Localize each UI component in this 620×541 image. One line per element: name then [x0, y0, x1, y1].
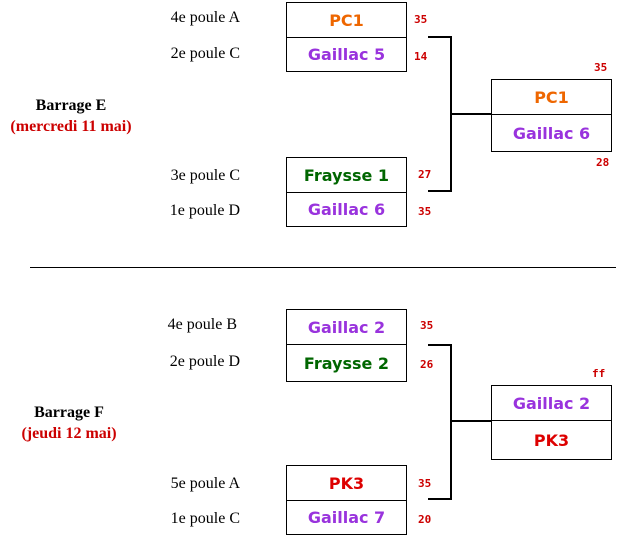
- bracket-line: [428, 36, 452, 38]
- team-score: 35: [418, 477, 432, 490]
- team-box: PK3: [286, 465, 407, 500]
- bracket-line: [428, 344, 452, 346]
- poule-label: 5e poule A: [170, 475, 240, 492]
- section-divider: [30, 267, 616, 268]
- barrage-f-title-block: Barrage F (jeudi 12 mai): [0, 402, 138, 444]
- final-team-box: PK3: [491, 420, 612, 460]
- barrage-f-title: Barrage F: [34, 404, 104, 421]
- poule-label: 3e poule C: [170, 167, 240, 184]
- final-score: ff: [592, 367, 606, 380]
- final-team-box: Gaillac 6: [491, 114, 612, 152]
- team-box: Gaillac 5: [286, 37, 407, 72]
- team-box: Gaillac 2: [286, 309, 407, 344]
- poule-label: 2e poule C: [170, 45, 240, 62]
- final-team-box: PC1: [491, 79, 612, 114]
- poule-label: 2e poule D: [169, 353, 240, 370]
- barrage-e-title-block: Barrage E (mercredi 11 mai): [0, 95, 142, 137]
- bracket-line: [452, 420, 491, 422]
- team-box: Fraysse 2: [286, 344, 407, 382]
- poule-label: 4e poule B: [167, 316, 237, 333]
- team-score: 14: [414, 50, 428, 63]
- team-score: 20: [418, 513, 432, 526]
- team-box: Gaillac 7: [286, 500, 407, 535]
- bracket-line: [450, 344, 452, 500]
- team-box: PC1: [286, 2, 407, 37]
- final-score: 28: [596, 156, 610, 169]
- team-score: 35: [418, 205, 432, 218]
- team-box: Gaillac 6: [286, 192, 407, 227]
- poule-label: 1e poule C: [170, 510, 240, 527]
- team-box: Fraysse 1: [286, 157, 407, 192]
- team-score: 35: [420, 319, 434, 332]
- bracket-line: [428, 190, 452, 192]
- barrage-e-date: (mercredi 11 mai): [10, 118, 132, 135]
- final-score: 35: [594, 61, 608, 74]
- final-team-box: Gaillac 2: [491, 385, 612, 420]
- barrage-e-title: Barrage E: [35, 97, 107, 114]
- team-score: 26: [420, 358, 434, 371]
- poule-label: 1e poule D: [169, 202, 240, 219]
- bracket-line: [428, 498, 452, 500]
- barrage-f-date: (jeudi 12 mai): [21, 425, 117, 442]
- bracket-line: [450, 36, 452, 192]
- team-score: 35: [414, 13, 428, 26]
- poule-label: 4e poule A: [170, 9, 240, 26]
- team-score: 27: [418, 168, 432, 181]
- bracket-line: [452, 113, 491, 115]
